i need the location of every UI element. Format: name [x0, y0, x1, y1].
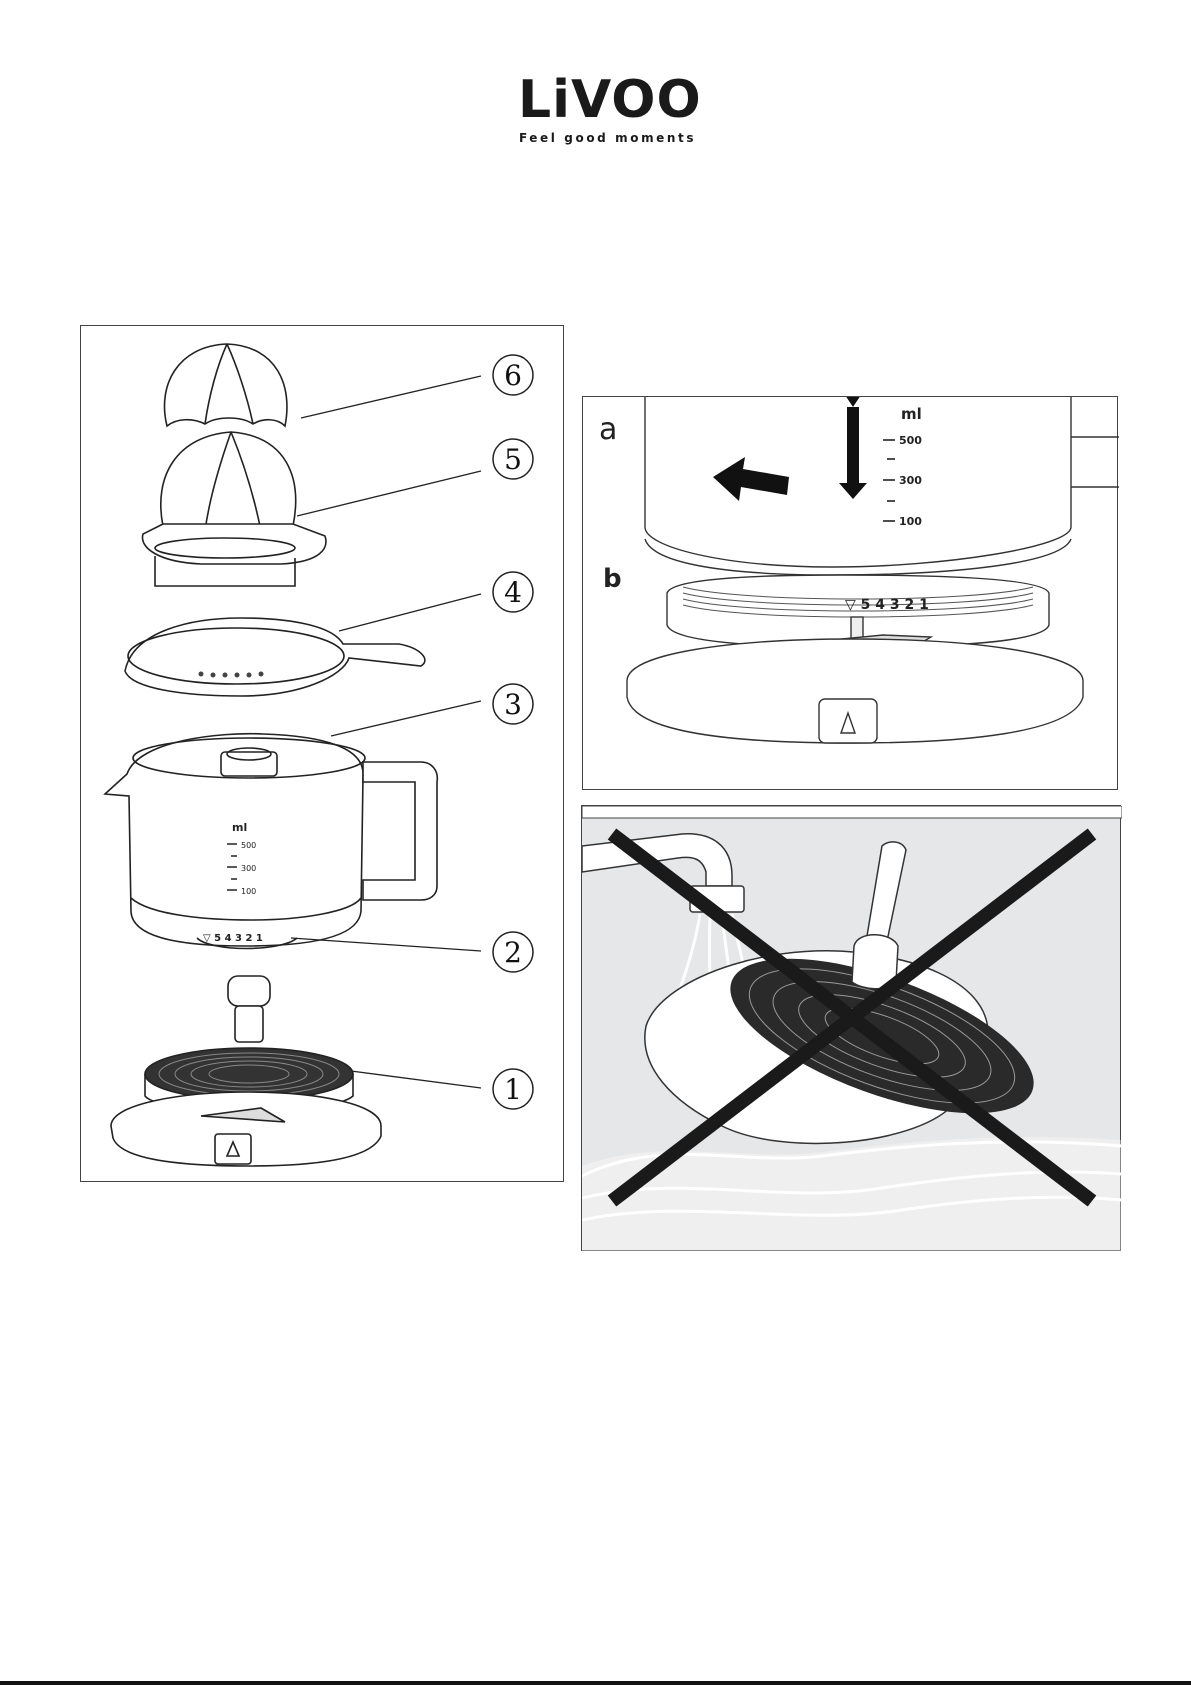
assembly-detail-figure: ml 500 300 100 ▽ 5 4 3 2 1 a b	[582, 396, 1118, 790]
bottom-rule	[0, 1681, 1191, 1685]
no-water-warning-drawing	[582, 806, 1122, 1252]
brand-tagline: Feel good moments	[519, 131, 696, 145]
figure-label-b: b	[603, 564, 622, 594]
jug-scale-100: 100	[241, 887, 256, 896]
large-cone	[161, 432, 296, 526]
small-cone	[165, 344, 287, 426]
callout-4: 4	[504, 576, 522, 609]
jug-scale-500: 500	[241, 841, 256, 850]
callout-5: 5	[504, 443, 522, 476]
callout-6: 6	[504, 359, 522, 392]
jug-scale-300: 300	[241, 864, 256, 873]
brand-name: LiVOO	[518, 74, 702, 126]
figure-label-a: a	[599, 412, 617, 447]
callout-2: 2	[504, 936, 522, 969]
exploded-view-figure: ml 500 300 100 ▽ 5 4 3 2 1 6 5	[80, 325, 564, 1182]
callout-3: 3	[504, 688, 522, 721]
assembly-detail-drawing: ml 500 300 100 ▽ 5 4 3 2 1 a b	[583, 397, 1119, 791]
callout-1: 1	[504, 1073, 522, 1106]
exploded-view-drawing: ml 500 300 100 ▽ 5 4 3 2 1 6 5	[81, 326, 565, 1183]
jug-handle	[363, 762, 437, 900]
jug-pulp-settings: ▽ 5 4 3 2 1	[203, 933, 263, 944]
detail-scale-300: 300	[899, 474, 922, 487]
detail-pulp-settings: ▽ 5 4 3 2 1	[845, 597, 929, 613]
detail-scale-unit: ml	[901, 405, 922, 423]
detail-scale-100: 100	[899, 515, 922, 528]
jug-scale-unit: ml	[232, 821, 247, 834]
no-water-warning-figure	[581, 805, 1121, 1251]
detail-scale-500: 500	[899, 434, 922, 447]
